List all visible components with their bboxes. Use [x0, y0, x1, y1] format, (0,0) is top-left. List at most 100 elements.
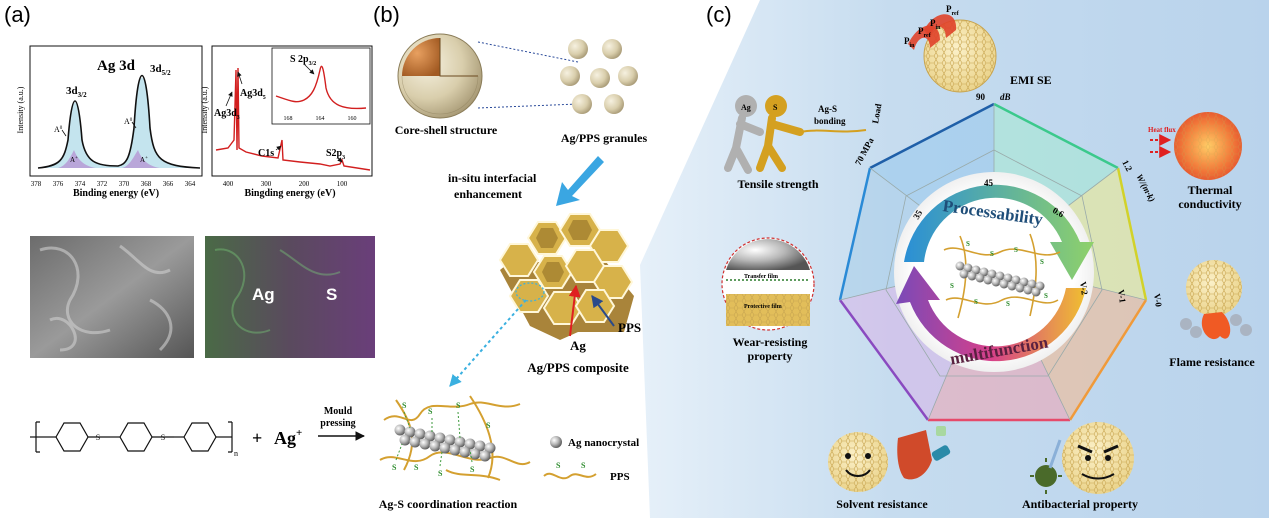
solvent-drop-icon [936, 426, 946, 436]
xps-ag3d-tick: 368 [141, 180, 152, 188]
svg-text:S: S [966, 240, 970, 248]
xps-a-plus-right: A+ [140, 156, 148, 164]
svg-text:S: S [1006, 300, 1010, 308]
xps-survey-tick: 400 [223, 180, 234, 188]
xps-survey-ylabel: Intensity (a.u.) [200, 86, 209, 133]
xps-ag3d-tick: 374 [75, 180, 86, 188]
eds-label-ag: Ag [252, 285, 275, 304]
xps-s2p3-arrow [337, 157, 343, 163]
pps-structure: S S n [30, 421, 238, 458]
xps-ag3d-tick: 364 [185, 180, 196, 188]
xps-survey-spectrum [215, 67, 371, 171]
xps-ag3d-chart: Ag 3d 3d3/2 3d5/2 A0 A0 A+ A+ Intensity … [16, 45, 203, 199]
flame-icon [1201, 312, 1231, 340]
core-shell-sphere [397, 33, 483, 119]
xps-survey-xlabel: Bingding energy (eV) [244, 188, 335, 199]
svg-text:S: S [1044, 292, 1048, 300]
tensile-rope [799, 129, 867, 133]
xps-inset-tick: 168 [284, 116, 293, 122]
wear-ball [726, 239, 810, 270]
svg-text:S: S [438, 469, 443, 478]
heat-flux-label: Heat flux [1148, 126, 1176, 134]
xps-inset-title: S 2p3/2 [290, 54, 316, 67]
thermal-label-1: Thermal [1188, 183, 1233, 197]
pill-icon [931, 445, 951, 461]
emi-se-label: EMI SE [1010, 73, 1052, 87]
zoom-line-bottom [477, 103, 579, 109]
radar-tick-flame-v1: V-1 [1116, 289, 1128, 304]
xps-label-ag3d3: Ag3d3 [214, 108, 240, 121]
processability-arrow [904, 184, 1094, 280]
svg-text:S: S [470, 465, 475, 474]
center-molecular-motif: S S S S S S S S [943, 233, 1061, 319]
legend-pps-s-atom: S [556, 461, 561, 470]
radar-tick-flame-v0: V-0 [1152, 293, 1164, 308]
sem-texture [39, 244, 173, 352]
extinguisher-clouds [1180, 314, 1252, 338]
xps-peak-3d32: 3d3/2 [66, 85, 87, 99]
pps-repeat-n: n [234, 449, 238, 458]
emi-p-in: Pin [904, 36, 915, 49]
svg-text:S: S [392, 463, 397, 472]
composite-pps-label: PPS [618, 320, 641, 335]
emi-p-ref: Pref [918, 26, 932, 39]
radar-tick-emi-mid: 45 [984, 178, 994, 188]
pps-benzene-ring [55, 422, 89, 452]
xps-a-plus-left: A+ [70, 156, 78, 164]
emi-power-labels: Pin Pin Pref Pref [904, 4, 960, 49]
composite-label: Ag/PPS composite [527, 360, 629, 375]
svg-text:S: S [486, 421, 491, 430]
xps-c1s-arrow [275, 145, 282, 151]
svg-text:S: S [1014, 246, 1018, 254]
xps-ag3d-tick: 376 [53, 180, 64, 188]
svg-text:S: S [428, 407, 433, 416]
pps-sulfur-atom: S [161, 433, 165, 442]
xps-ag3d5-arrow [237, 71, 243, 85]
xps-label-s2p3: S2p3 [326, 148, 345, 161]
panel-a-label: (a) [4, 2, 31, 27]
legend-ag-nanocrystal-marker [550, 436, 562, 448]
xps-inset-frame [271, 47, 371, 125]
figure-ag-body [724, 114, 764, 174]
xps-ag3d-ticks: 378 376 374 372 370 368 366 364 [31, 180, 196, 188]
smile-icon [845, 469, 871, 477]
emi-p-ref: Pref [946, 4, 960, 17]
determined-face-icon [1081, 473, 1115, 480]
enhancement-label-1: in-situ interfacial [448, 171, 537, 185]
enhancement-label-2: enhancement [454, 187, 522, 201]
protective-film-label: Protective film [744, 304, 782, 310]
xps-label-ag3d5: Ag3d5 [240, 88, 266, 101]
xps-inset-tick: 160 [348, 116, 357, 122]
pps-bracket-right [228, 421, 233, 453]
xps-survey-chart: S 2p3/2 168 164 160 Ag3d5 Ag3d3 C1s S2p3… [200, 45, 373, 199]
shield-icon [897, 430, 932, 480]
load-label: Load [870, 103, 883, 124]
zoom-line-top [477, 41, 579, 63]
xps-label-c1s: C1s [258, 148, 274, 159]
eds-map-image: Ag S [205, 236, 375, 358]
reaction-arrow-label-2: pressing [320, 418, 355, 429]
ag-pps-granules [560, 39, 638, 114]
pps-pointer-arrow [591, 295, 615, 327]
antibacterial-illustration: Antibacterial property [1022, 422, 1138, 511]
figure-s-body [756, 114, 804, 172]
xps-inset-tick: 164 [316, 116, 325, 122]
xps-a0-left-pointer [61, 129, 67, 137]
svg-text:S: S [456, 401, 461, 410]
svg-text:S: S [990, 250, 994, 258]
svg-text:S: S [950, 282, 954, 290]
solvent-illustration: Solvent resistance [828, 426, 951, 511]
reaction-plus: + [252, 428, 262, 448]
radar-tick-thermal-max: 1.2 [1120, 158, 1134, 173]
xps-ag3d-ag-plus-left [58, 150, 96, 168]
radar-tick-emi-unit: dB [1000, 92, 1011, 102]
panel-c-label: (c) [706, 2, 732, 27]
legend-ag-nanocrystal-label: Ag nanocrystal [568, 437, 639, 449]
s-atom-labels: S S S S S S S S [392, 401, 491, 478]
xps-ag3d-title: Ag 3d [97, 58, 136, 74]
radar-tick-flame-v2: V-2 [1078, 281, 1090, 296]
xps-ag3d-spectrum [37, 75, 201, 169]
xps-ag3d3-arrow [225, 91, 233, 107]
honeycomb-composite [498, 213, 634, 340]
wear-illustration: Transfer film Protective film Wear-resis… [721, 237, 815, 363]
